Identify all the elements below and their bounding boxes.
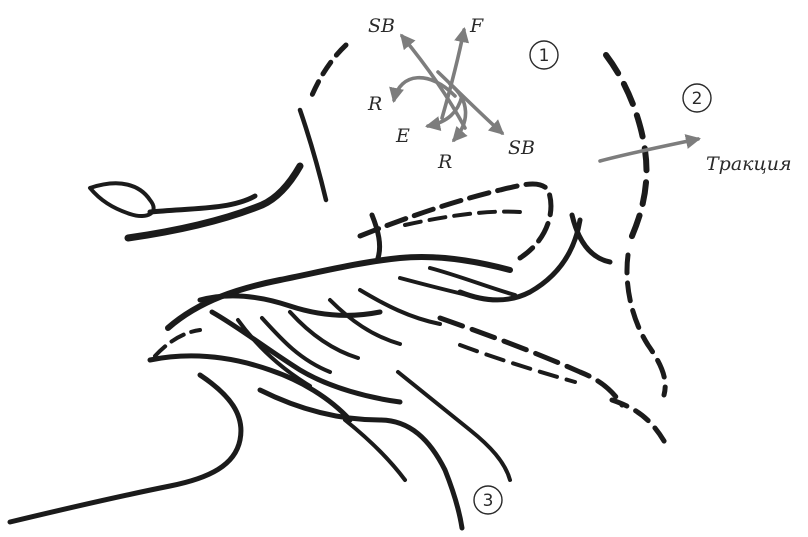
- marker-2: 2: [683, 84, 711, 112]
- lower-hand: [150, 257, 515, 420]
- label-traction: Тракция: [706, 153, 792, 175]
- head-outline: [300, 45, 668, 448]
- marker-3: 3: [474, 486, 502, 514]
- label-sb-bottom: SB: [508, 137, 535, 159]
- label-r-left: R: [367, 93, 382, 115]
- marker-1-text: 1: [539, 46, 550, 66]
- forearm: [10, 330, 510, 528]
- marker-2-text: 2: [692, 89, 703, 109]
- label-e: E: [395, 125, 410, 147]
- label-sb-top: SB: [368, 15, 395, 37]
- upper-hand: [90, 166, 300, 238]
- marker-1: 1: [530, 41, 558, 69]
- label-r-bottom: R: [437, 151, 452, 173]
- label-f: F: [469, 15, 484, 37]
- arrow-traction: [600, 139, 698, 161]
- marker-3-text: 3: [483, 491, 494, 511]
